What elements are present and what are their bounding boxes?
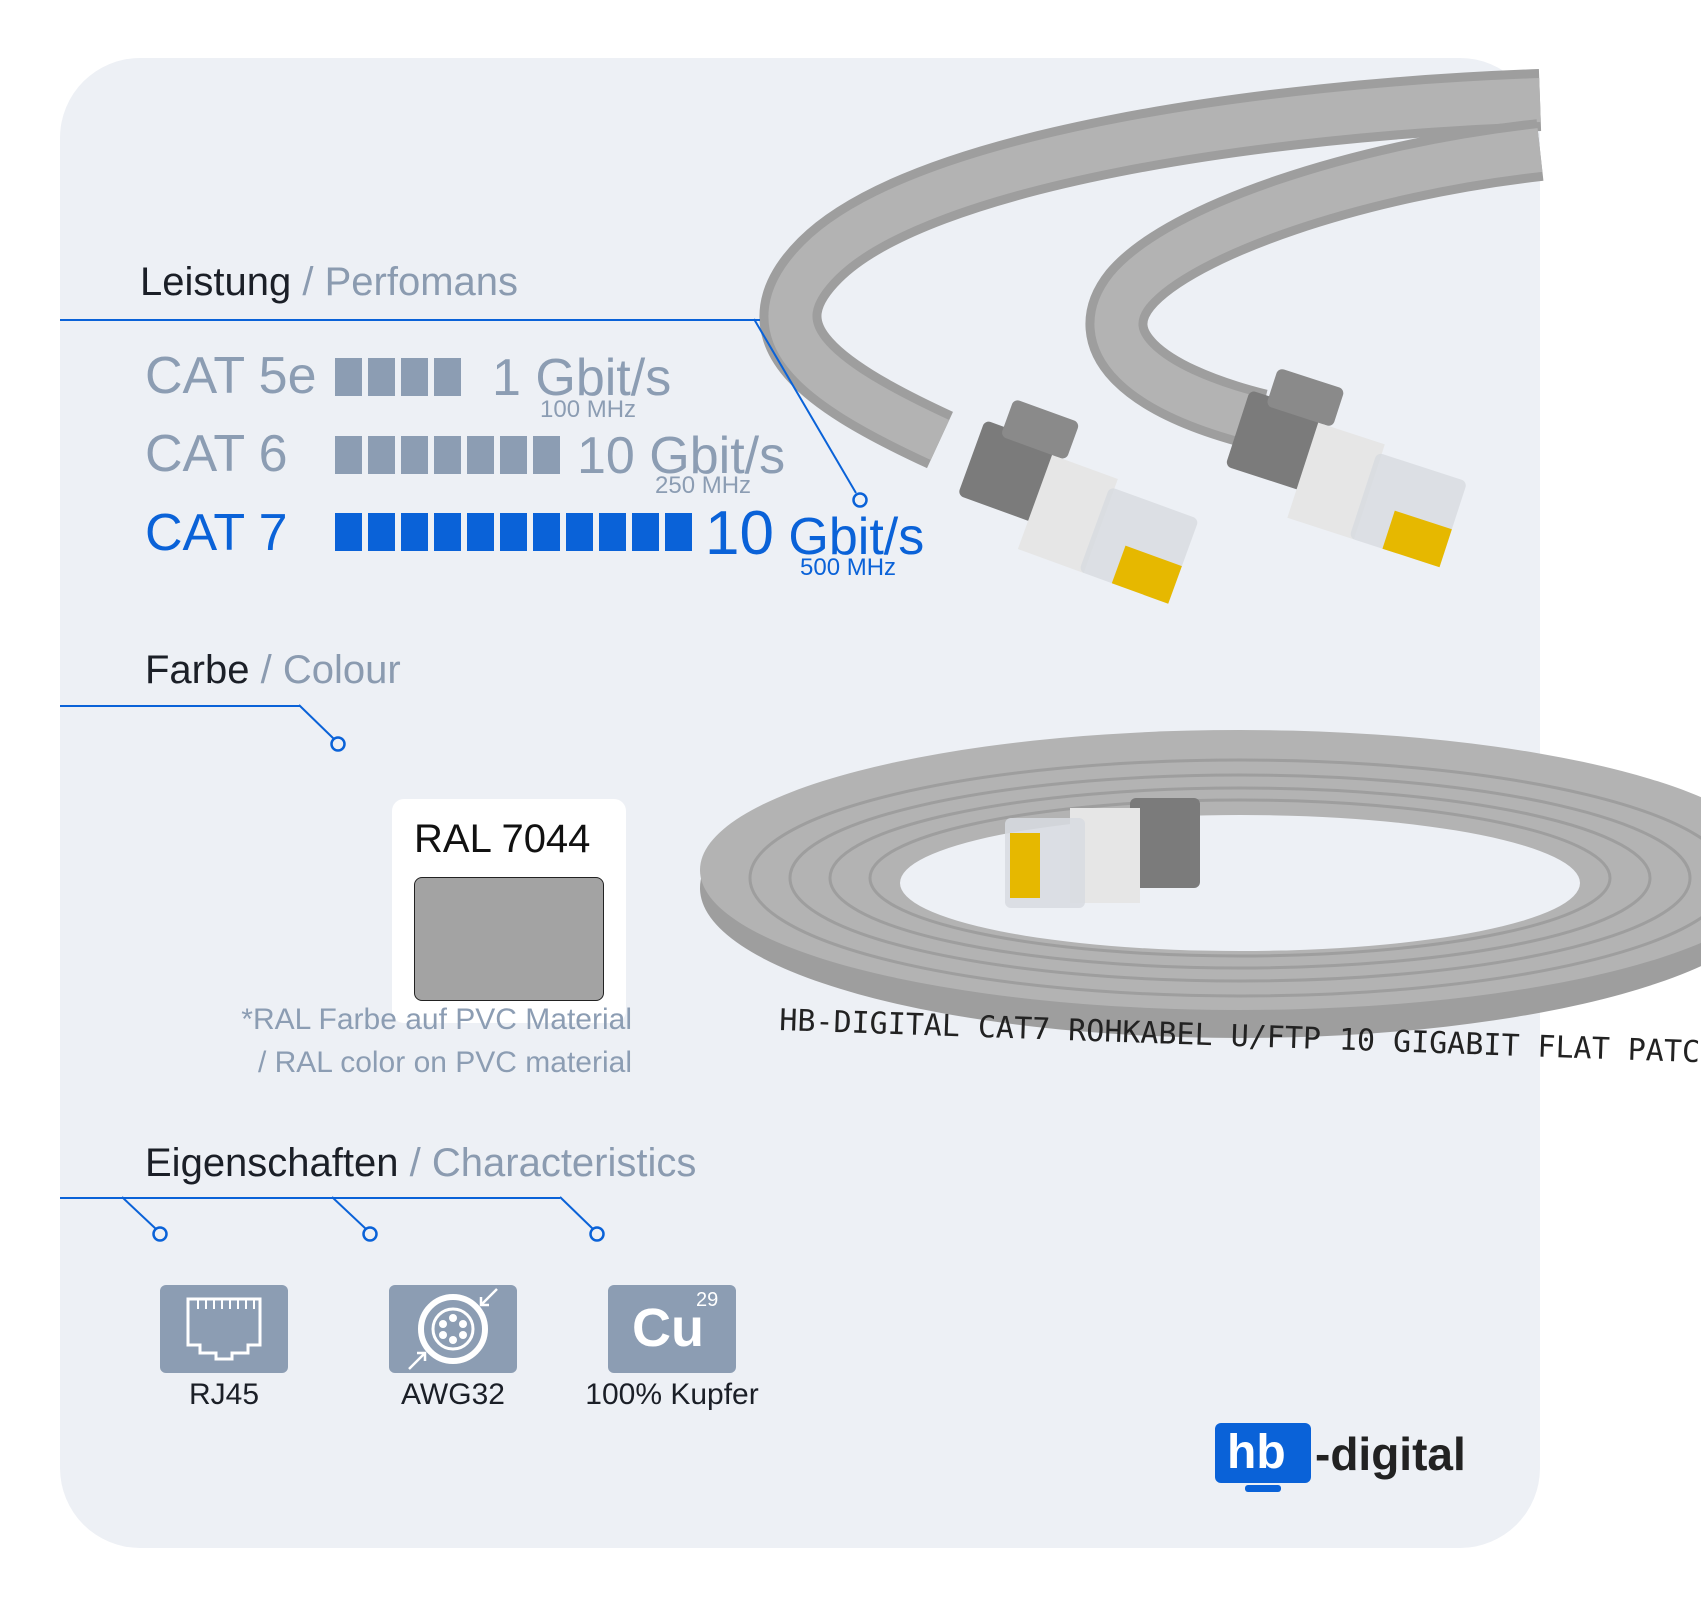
cat6-bars bbox=[335, 436, 560, 474]
speed-bar-segment bbox=[434, 513, 461, 551]
performance-connector bbox=[753, 318, 868, 508]
rj45-plug-right bbox=[1226, 369, 1466, 568]
copper-feature-box: Cu 29 bbox=[608, 1285, 736, 1373]
cat5e-bars bbox=[335, 358, 461, 396]
brand-logo-stand bbox=[1245, 1485, 1281, 1492]
cable-connectors-illustration bbox=[759, 69, 1544, 604]
speed-bar-segment bbox=[467, 436, 494, 474]
awg-label: AWG32 bbox=[401, 1378, 505, 1411]
speed-bar-segment bbox=[533, 513, 560, 551]
info-panel: HB-DIGITAL CAT7 ROHKABEL U/FTP 10 GIGABI… bbox=[60, 58, 1701, 1548]
cat7-speed-num: 10 bbox=[705, 499, 774, 568]
cat5e-freq: 100 MHz bbox=[540, 396, 637, 423]
characteristics-heading-main: Eigenschaften bbox=[145, 1141, 399, 1185]
brand-logo-box bbox=[1215, 1423, 1311, 1483]
cat6-label: CAT 6 bbox=[145, 425, 288, 483]
speed-bar-segment bbox=[632, 513, 659, 551]
cat6-speed-num: 10 bbox=[577, 427, 635, 485]
cat7-label: CAT 7 bbox=[145, 504, 288, 562]
brand-logo: hb -digital bbox=[1215, 1423, 1515, 1503]
speed-bar-segment bbox=[368, 513, 395, 551]
speed-bar-segment bbox=[401, 436, 428, 474]
speed-bar-segment bbox=[500, 436, 527, 474]
colour-swatch-card: RAL 7044 bbox=[392, 799, 626, 1023]
cat5e-label: CAT 5e bbox=[145, 347, 317, 405]
speed-bar-segment bbox=[566, 513, 593, 551]
cat5e-speed: 1 Gbit/s bbox=[492, 348, 671, 408]
rj45-feature-box bbox=[160, 1285, 288, 1373]
colour-swatch bbox=[414, 877, 604, 1001]
copper-symbol: Cu bbox=[632, 1298, 704, 1358]
speed-bar-segment bbox=[335, 436, 362, 474]
cat7-bars bbox=[335, 513, 692, 551]
colour-note-line1: *RAL Farbe auf PVC Material bbox=[241, 1003, 632, 1036]
cat7-freq: 500 MHz bbox=[800, 554, 897, 581]
speed-bar-segment bbox=[401, 513, 428, 551]
brand-logo-hb: hb bbox=[1227, 1426, 1286, 1479]
cat7-speed-unit: Gbit/s bbox=[788, 508, 925, 566]
speed-bar-segment bbox=[665, 513, 692, 551]
copper-element-icon: Cu 29 bbox=[608, 1285, 736, 1373]
cat6-speed: 10 Gbit/s bbox=[577, 426, 785, 486]
speed-bar-segment bbox=[533, 436, 560, 474]
brand-logo-text: -digital bbox=[1315, 1428, 1466, 1480]
speed-bar-segment bbox=[335, 358, 362, 396]
characteristics-connectors bbox=[121, 1196, 605, 1242]
cat5e-speed-num: 1 bbox=[492, 349, 521, 407]
rj45-plug-coil bbox=[1005, 798, 1200, 908]
cat6-speed-unit: Gbit/s bbox=[649, 427, 786, 485]
speed-bar-segment bbox=[335, 513, 362, 551]
rj45-label: RJ45 bbox=[188, 1378, 260, 1411]
performance-heading-main: Leistung bbox=[140, 260, 292, 304]
rj45-plug-left bbox=[959, 400, 1198, 604]
speed-bar-segment bbox=[401, 358, 428, 396]
ral-label: RAL 7044 bbox=[414, 817, 591, 861]
colour-heading: Farbe / Colour bbox=[145, 648, 401, 693]
performance-heading-sub: / Perfomans bbox=[302, 260, 519, 304]
rj45-port-icon bbox=[186, 1297, 262, 1361]
colour-line bbox=[60, 705, 300, 707]
speed-bar-segment bbox=[368, 358, 395, 396]
copper-label: 100% Kupfer bbox=[585, 1378, 759, 1411]
colour-heading-main: Farbe bbox=[145, 648, 250, 692]
performance-heading: Leistung / Perfomans bbox=[140, 260, 518, 305]
characteristics-heading-sub: / Characteristics bbox=[409, 1141, 697, 1185]
speed-bar-segment bbox=[368, 436, 395, 474]
speed-bar-segment bbox=[500, 513, 527, 551]
speed-bar-segment bbox=[434, 358, 461, 396]
copper-atomic-number: 29 bbox=[696, 1289, 719, 1311]
speed-bar-segment bbox=[467, 513, 494, 551]
characteristics-heading: Eigenschaften / Characteristics bbox=[145, 1141, 696, 1186]
cat5e-speed-unit: Gbit/s bbox=[535, 349, 672, 407]
colour-note-line2: / RAL color on PVC material bbox=[257, 1046, 632, 1079]
colour-connector bbox=[298, 704, 346, 752]
colour-heading-sub: / Colour bbox=[260, 648, 401, 692]
coiled-cable-illustration bbox=[700, 730, 1701, 1038]
speed-bar-segment bbox=[434, 436, 461, 474]
performance-line bbox=[60, 319, 760, 321]
characteristics-line bbox=[60, 1197, 560, 1199]
awg-feature-box bbox=[389, 1285, 517, 1373]
cat7-speed: 10 Gbit/s bbox=[705, 498, 924, 569]
cat6-freq: 250 MHz bbox=[655, 472, 752, 499]
speed-bar-segment bbox=[599, 513, 626, 551]
cable-cross-section-icon bbox=[408, 1288, 498, 1370]
